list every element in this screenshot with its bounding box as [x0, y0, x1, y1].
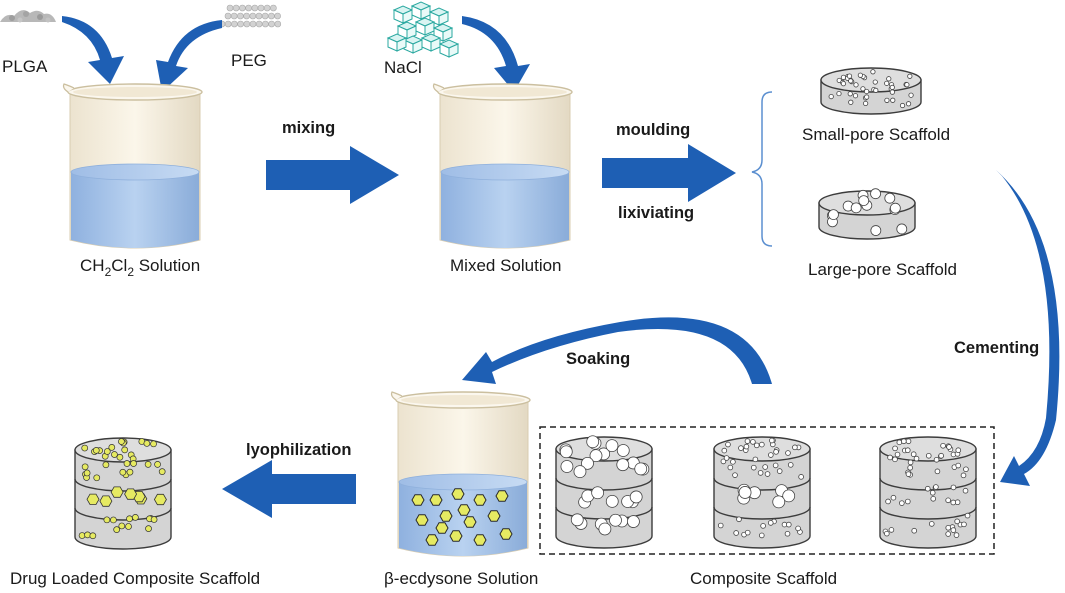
mixed-solution-label: Mixed Solution [450, 256, 562, 275]
composite-scaffold-large-icon [555, 435, 653, 549]
peg-arrow [156, 20, 222, 92]
ecdysone-solution-label: β-ecdysone Solution [384, 569, 538, 588]
cementing-arrow [996, 170, 1060, 486]
moulding-label: moulding [616, 121, 690, 139]
soaking-arrow [462, 317, 772, 384]
lixiviating-label: lixiviating [618, 204, 694, 222]
nacl-label: NaCl [384, 58, 422, 77]
small-pore-scaffold-icon [820, 67, 922, 115]
drug-loaded-scaffold-icon [74, 437, 172, 550]
peg-label: PEG [231, 51, 267, 70]
nacl-arrow [462, 16, 530, 92]
large-pore-scaffold-label: Large-pore Scaffold [808, 260, 957, 279]
composite-scaffold-mixed-icon [713, 436, 811, 549]
mixing-arrow [266, 146, 399, 204]
mixed-beaker-icon [432, 83, 573, 249]
nacl-crystals-icon [386, 1, 460, 58]
plga-powder-icon [0, 10, 56, 23]
scaffold-bracket [751, 91, 773, 247]
ecdysone-beaker-icon [390, 391, 531, 557]
plga-arrow [62, 16, 124, 84]
ch2cl2-solution-label: CH2Cl2 Solution [80, 256, 200, 279]
composite-scaffold-label: Composite Scaffold [690, 569, 837, 588]
ch2cl2-beaker-icon [62, 83, 203, 249]
peg-beads-icon [218, 4, 282, 28]
lyophilization-label: lyophilization [246, 441, 351, 459]
lyophilization-arrow [222, 460, 356, 518]
cementing-label: Cementing [954, 339, 1039, 357]
large-pore-scaffold-icon [818, 188, 916, 240]
mixing-label: mixing [282, 119, 335, 137]
small-pore-scaffold-label: Small-pore Scaffold [802, 125, 950, 144]
drug-loaded-scaffold-label: Drug Loaded Composite Scaffold [10, 569, 260, 588]
plga-label: PLGA [2, 57, 48, 76]
moulding-arrow [602, 144, 736, 202]
soaking-label: Soaking [566, 350, 630, 368]
composite-scaffold-small-icon [879, 436, 977, 549]
